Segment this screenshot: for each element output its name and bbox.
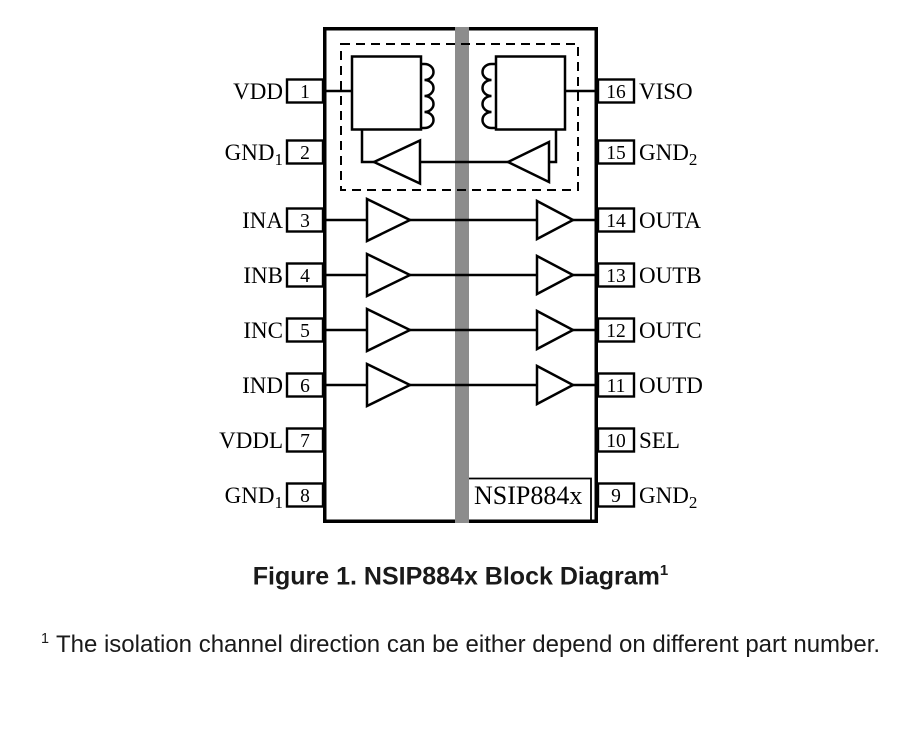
pin-3: 3 INA (242, 207, 325, 233)
pin-9-label: GND2 (639, 483, 697, 512)
feedback-wire-left (360, 129, 374, 164)
pin-4-number: 4 (300, 266, 310, 287)
pin-1-label: VDD (233, 79, 283, 104)
pin-8-label: GND1 (225, 483, 283, 512)
pin-3-box (285, 207, 325, 233)
pin-14-box (596, 207, 636, 233)
channel-c (323, 306, 598, 354)
pin-6: 6 IND (242, 372, 325, 398)
pin-2-box (285, 139, 325, 165)
pin-10: 10 SEL (596, 427, 680, 453)
pin-8-number: 8 (300, 486, 310, 507)
figure-caption: Figure 1. NSIP884x Block Diagram1 (0, 562, 921, 591)
pin-1: 1 VDD (233, 78, 325, 104)
pin-2-number: 2 (300, 143, 310, 164)
pin-1-box (285, 78, 325, 104)
coil-connector-left (421, 62, 425, 130)
pin-5-label: INC (243, 318, 283, 343)
caption-text: Figure 1. NSIP884x Block Diagram (252, 562, 660, 591)
pin-4: 4 INB (243, 262, 325, 288)
channel-b (323, 251, 598, 299)
pin-7-label: VDDL (219, 428, 283, 453)
pin-5: 5 INC (243, 317, 325, 343)
pin-12-label: OUTC (639, 318, 702, 343)
footnote-marker: 1 (40, 631, 49, 648)
pin-16: 16 VISO (596, 78, 693, 104)
pin-9-box (596, 482, 636, 508)
pin-16-label: VISO (639, 79, 693, 104)
pin-2: 2 GND1 (225, 139, 325, 169)
pin-6-number: 6 (300, 376, 310, 397)
pin-7-number: 7 (300, 431, 310, 452)
pin-16-number: 16 (606, 82, 626, 103)
channel-c-input-buffer-icon (365, 306, 413, 354)
channel-d-input-buffer-icon (365, 361, 413, 409)
pin-6-label: IND (242, 373, 283, 398)
pin-13: 13 OUTB (596, 262, 702, 288)
pin-7-box (285, 427, 325, 453)
pin-8: 8 GND1 (225, 482, 325, 512)
transformer-driver-block-left (350, 55, 423, 131)
pin-9: 9 GND2 (596, 482, 697, 512)
pin-7: 7 VDDL (219, 427, 325, 453)
pin-1-number: 1 (300, 82, 310, 103)
pin-14-label: OUTA (639, 208, 701, 233)
pin-15: 15 GND2 (596, 139, 697, 169)
channel-b-output-buffer-icon (535, 253, 576, 297)
pin-12-number: 12 (606, 321, 626, 342)
pin-15-label: GND2 (639, 140, 697, 169)
power-region-dashed-box (340, 43, 579, 191)
channel-d (323, 361, 598, 409)
pin-10-number: 10 (606, 431, 626, 452)
transformer-coil-right-icon (481, 62, 492, 130)
chip-name: NSIP884x (474, 481, 582, 510)
pin-5-number: 5 (300, 321, 310, 342)
channel-b-input-buffer-icon (365, 251, 413, 299)
channel-d-output-buffer-icon (535, 363, 576, 407)
pin-11-box (596, 372, 636, 398)
channel-a-input-buffer-icon (365, 196, 413, 244)
channel-c-output-buffer-icon (535, 308, 576, 352)
pin-3-number: 3 (300, 211, 310, 232)
pin-12: 12 OUTC (596, 317, 702, 343)
pin-3-label: INA (242, 208, 283, 233)
feedback-wire-right (549, 129, 558, 164)
caption-superscript: 1 (659, 562, 669, 579)
pin-14-number: 14 (606, 211, 626, 232)
pin-9-number: 9 (611, 486, 621, 507)
pin-13-number: 13 (606, 266, 626, 287)
pin-11: 11 OUTD (596, 372, 703, 398)
pin-11-number: 11 (607, 376, 626, 397)
footnote: 1 The isolation channel direction can be … (11, 621, 911, 663)
pin-15-box (596, 139, 636, 165)
pin-10-box (596, 427, 636, 453)
pin-13-label: OUTB (639, 263, 702, 288)
pin-11-label: OUTD (639, 373, 703, 398)
pin-10-label: SEL (639, 428, 680, 453)
transformer-rectifier-block-right (494, 55, 567, 131)
pin-2-label: GND1 (225, 140, 283, 169)
block-diagram: NSIP884x 1 VDD 2 GND1 3 INA 4 INB 5 INC (219, 27, 703, 523)
transformer-coil-left-icon (424, 62, 435, 130)
footnote-text: The isolation channel direction can be e… (55, 631, 881, 659)
pin-13-box (596, 262, 636, 288)
pin-5-box (285, 317, 325, 343)
chip-name-box (469, 477, 592, 522)
channel-a (323, 196, 598, 244)
pin-12-box (596, 317, 636, 343)
pin-4-label: INB (243, 263, 283, 288)
pin-14: 14 OUTA (596, 207, 701, 233)
pin-15-number: 15 (606, 143, 626, 164)
pin-16-box (596, 78, 636, 104)
pin-8-box (285, 482, 325, 508)
pin-4-box (285, 262, 325, 288)
channel-a-output-buffer-icon (535, 198, 576, 242)
pin-6-box (285, 372, 325, 398)
